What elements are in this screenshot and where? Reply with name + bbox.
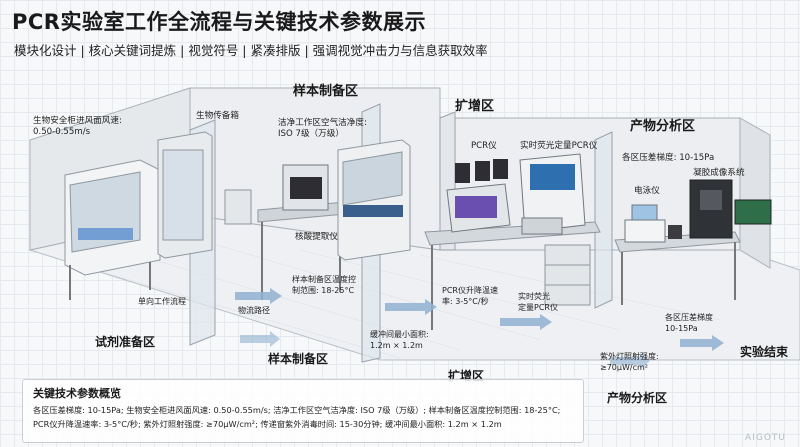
page-subtitle: 模块化设计 | 核心关键词提炼 | 视觉符号 | 紧凑排版 | 强调视觉冲击力与… (14, 43, 488, 58)
floor-tiles (59, 239, 721, 359)
label-extractor: 核酸提取仪 (295, 232, 338, 242)
pass-box (157, 131, 213, 259)
label-experiment-end: 实验结束 (740, 345, 789, 359)
params-panel: 关键技术参数概览 各区压差梯度: 10-15Pa; 生物安全柜进风面风速: 0.… (22, 379, 584, 443)
gel-imaging-system (689, 179, 772, 239)
label-buffer-area: 缓冲间最小面积: 1.2m × 1.2m (370, 330, 429, 350)
qpcr-machine (519, 153, 586, 235)
partition-3 (594, 131, 613, 309)
label-pcr-ramp: PCR仪升降温速 率: 3-5°C/秒 (442, 286, 498, 306)
page-title: PCR实验室工作全流程与关键技术参数展示 (12, 10, 426, 34)
electrophoresis-unit (624, 204, 682, 243)
label-uv-intensity: 紫外灯照射强度: ≥70μW/cm² (600, 352, 659, 372)
biosafety-cabinet (64, 159, 161, 300)
label-one-way-flow: 单向工作流程 (138, 297, 186, 306)
label-pass-box: 生物传备箱 (196, 111, 239, 121)
zone-bottom-reagent-prep: 试剂准备区 (95, 335, 156, 349)
flow-arrows (235, 288, 724, 369)
zone-title-sample-prep: 样本制备区 (293, 84, 359, 99)
zone-title-amplification: 扩增区 (455, 99, 495, 114)
label-qpcr-floor: 实时荧光 定量PCR仪 (518, 292, 558, 312)
label-pressure-gradient: 各区压差梯度: 10-15Pa (622, 153, 715, 163)
watermark: AIGOTU (745, 433, 786, 443)
wall-box (224, 189, 252, 225)
label-cleanliness: 洁净工作区空气洁净度: ISO 7级（万级） (278, 118, 367, 139)
label-electrophoresis: 电泳仪 (634, 186, 660, 196)
pcr-machine (446, 159, 511, 233)
right-end-wall (739, 117, 771, 269)
params-line-1: 各区压差梯度: 10-15Pa; 生物安全柜进风面风速: 0.50-0.55m/… (33, 405, 561, 415)
label-gel-imaging: 凝胶成像系统 (693, 168, 745, 178)
label-material-path: 物流路径 (238, 306, 270, 315)
label-sample-temp: 样本制备区温度控 制范围: 18-25°C (292, 275, 356, 295)
clean-bench (337, 139, 411, 261)
label-pressure-floor: 各区压差梯度 10-15Pa (665, 313, 713, 333)
label-pcr: PCR仪 (471, 141, 497, 151)
zone-bottom-analysis: 产物分析区 (607, 391, 668, 405)
sample-prep-bench (257, 164, 346, 300)
params-line-2: PCR仪升降温速率: 3-5°C/秒; 紫外灯照射强度: ≥70μW/cm²; … (33, 419, 502, 429)
label-biosafety-airflow: 生物安全柜进风面风速: 0.50-0.55m/s (33, 116, 122, 137)
label-qpcr: 实时荧光定量PCR仪 (520, 141, 598, 151)
zone-title-analysis: 产物分析区 (630, 119, 696, 134)
params-panel-title: 关键技术参数概览 (33, 387, 121, 400)
zone-bottom-sample-prep: 样本制备区 (268, 352, 329, 366)
